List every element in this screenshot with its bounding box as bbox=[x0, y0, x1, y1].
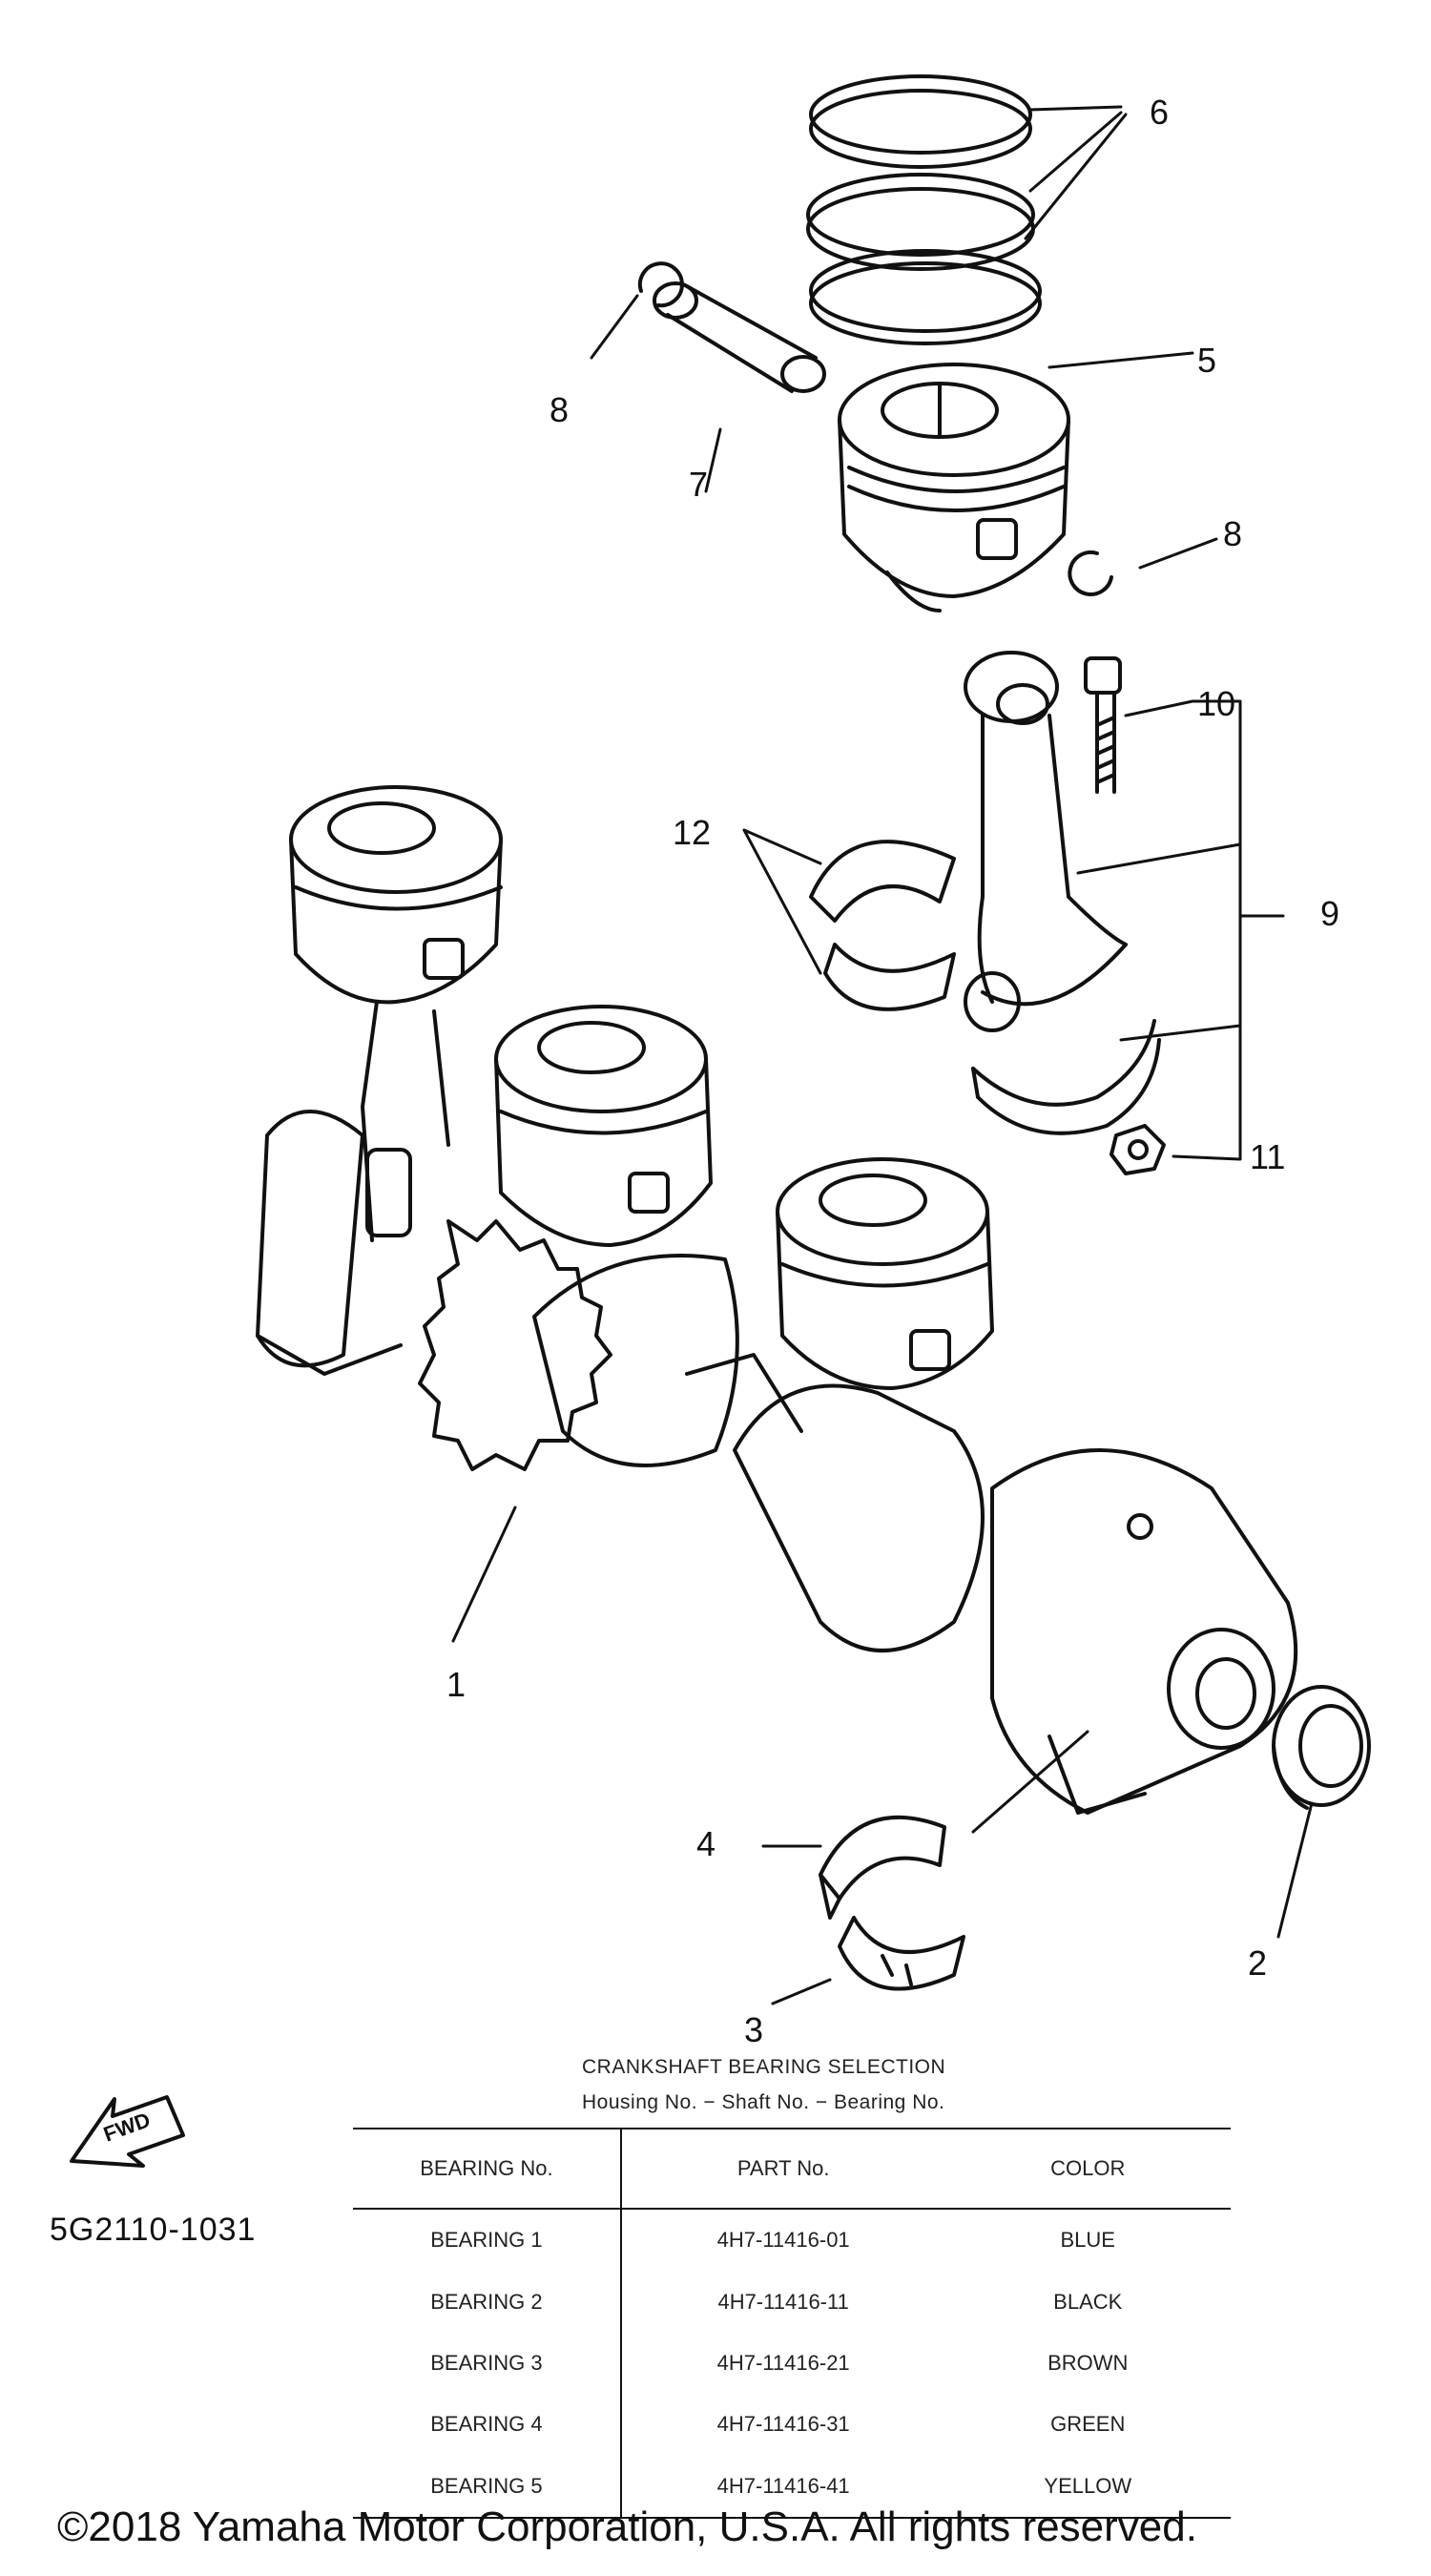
piston-rings bbox=[806, 74, 1042, 345]
table-row: BEARING 1 4H7-11416-01 BLUE bbox=[353, 2209, 1231, 2272]
table-subtitle: Housing No. − Shaft No. − Bearing No. bbox=[582, 2091, 945, 2113]
table-row: BEARING 3 4H7-11416-21 BROWN bbox=[353, 2332, 1231, 2395]
bearing-color: BLACK bbox=[1053, 2289, 1123, 2314]
rod-bearing-halves bbox=[809, 840, 956, 1011]
bearing-name: BEARING 1 bbox=[353, 2209, 622, 2272]
callout-6: 6 bbox=[1150, 93, 1170, 132]
table-row: BEARING 5 4H7-11416-41 YELLOW bbox=[353, 2455, 1231, 2518]
fwd-arrow-icon: FWD bbox=[70, 2095, 185, 2168]
connecting-rod bbox=[964, 651, 1161, 1135]
circlip-upper bbox=[637, 261, 684, 308]
crankshaft-assembly bbox=[256, 785, 1298, 1815]
piston-top bbox=[838, 363, 1070, 613]
callout-1: 1 bbox=[446, 1665, 467, 1704]
piston-pin bbox=[653, 281, 826, 393]
main-bearing-lower bbox=[838, 1916, 965, 1991]
part-number: 4H7-11416-31 bbox=[716, 2412, 850, 2437]
bearing-color: BROWN bbox=[1047, 2350, 1129, 2375]
header-color: COLOR bbox=[944, 2129, 1231, 2210]
table-row: BEARING 4 4H7-11416-31 GREEN bbox=[353, 2394, 1231, 2456]
bearing-color: YELLOW bbox=[1044, 2473, 1132, 2498]
bearing-selection-table: BEARING No. PART No. COLOR BEARING 1 4H7… bbox=[353, 2128, 1231, 2519]
callout-10: 10 bbox=[1197, 684, 1236, 723]
callout-12: 12 bbox=[673, 813, 712, 852]
table-title: CRANKSHAFT BEARING SELECTION bbox=[582, 2056, 946, 2078]
callout-4: 4 bbox=[696, 1824, 716, 1863]
callout-11: 11 bbox=[1250, 1137, 1286, 1176]
bearing-color: BLUE bbox=[1060, 2228, 1115, 2253]
callout-8-lower: 8 bbox=[1223, 514, 1243, 553]
callout-2: 2 bbox=[1248, 1943, 1268, 1983]
bearing-color: GREEN bbox=[1050, 2412, 1126, 2437]
header-part-no: PART No. bbox=[620, 2129, 945, 2210]
callout-8-upper: 8 bbox=[550, 390, 570, 429]
callout-7: 7 bbox=[689, 465, 709, 504]
part-code: 5G2110-1031 bbox=[50, 2212, 257, 2248]
bearing-name: BEARING 2 bbox=[353, 2271, 622, 2333]
leader-lines bbox=[451, 105, 1314, 2005]
header-bearing-no: BEARING No. bbox=[353, 2129, 622, 2210]
callout-9: 9 bbox=[1320, 894, 1340, 933]
callout-5: 5 bbox=[1197, 341, 1217, 380]
oil-seal bbox=[1272, 1685, 1371, 1810]
table-row: BEARING 2 4H7-11416-11 BLACK bbox=[353, 2271, 1231, 2333]
part-number: 4H7-11416-21 bbox=[716, 2350, 850, 2375]
main-bearing-upper bbox=[819, 1815, 946, 1920]
part-number: 4H7-11416-01 bbox=[716, 2228, 850, 2253]
rod-nut bbox=[1110, 1124, 1166, 1175]
callout-3: 3 bbox=[744, 2010, 764, 2049]
bearing-name: BEARING 4 bbox=[353, 2394, 622, 2456]
rod-bolt bbox=[1084, 656, 1122, 794]
circlip-lower bbox=[1068, 550, 1113, 596]
bearing-name: BEARING 5 bbox=[353, 2455, 622, 2518]
part-number: 4H7-11416-11 bbox=[717, 2289, 849, 2314]
bearing-name: BEARING 3 bbox=[353, 2332, 622, 2395]
copyright-notice: ©2018 Yamaha Motor Corporation, U.S.A. A… bbox=[57, 2503, 1197, 2550]
part-number: 4H7-11416-41 bbox=[716, 2473, 850, 2498]
table-header-row: BEARING No. PART No. COLOR bbox=[353, 2129, 1231, 2210]
